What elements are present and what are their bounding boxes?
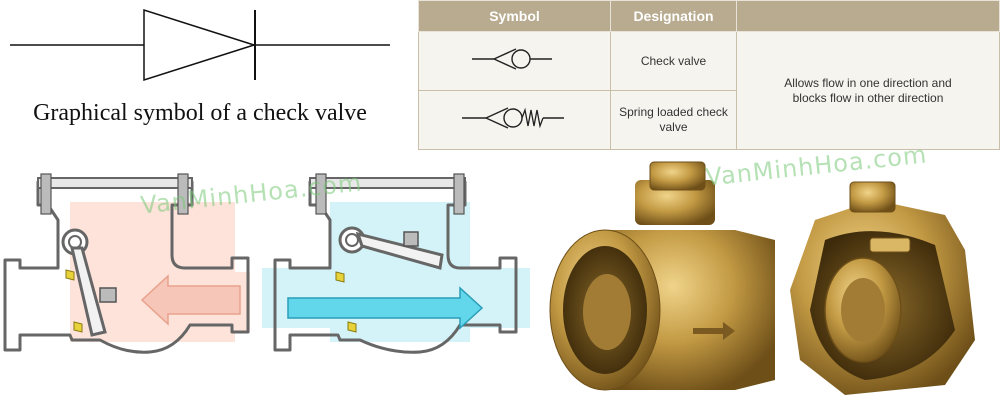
designation-cell: Check valve — [610, 31, 737, 91]
table-row: Spring loaded check valve — [418, 90, 1000, 150]
symbol-cell — [418, 90, 611, 150]
table-header-row: Symbol Designation — [418, 0, 1000, 32]
blocked-flow-arrow-icon — [140, 274, 241, 326]
brass-check-valve-render — [549, 161, 775, 391]
closed-valve-diagram — [3, 173, 250, 354]
flow-arrow-icon — [287, 286, 484, 330]
check-valve-symbol-icon — [471, 48, 552, 70]
description-cell: Allows flow in one direction and blocks … — [736, 31, 1000, 150]
header-symbol: Symbol — [418, 0, 611, 32]
spring-loaded-check-valve-symbol-icon — [461, 107, 564, 129]
header-designation: Designation — [610, 0, 737, 32]
brass-check-valve-cutaway-render — [790, 181, 975, 395]
open-valve-diagram — [262, 173, 530, 354]
valve-cross-section-diagrams — [3, 173, 530, 354]
check-valve-graphical-symbol — [0, 0, 410, 160]
check-valve-symbol-icon — [10, 8, 390, 82]
symbol-caption: Graphical symbol of a check valve — [33, 100, 367, 126]
brass-valve-illustration — [549, 161, 975, 395]
symbol-cell — [418, 31, 611, 91]
table-row: Check valve Allows flow in one direction… — [418, 31, 1000, 150]
header-description — [736, 0, 1000, 32]
designation-cell: Spring loaded check valve — [610, 90, 737, 150]
legend-table: Symbol Designation Check valve Allows fl… — [418, 0, 1000, 150]
